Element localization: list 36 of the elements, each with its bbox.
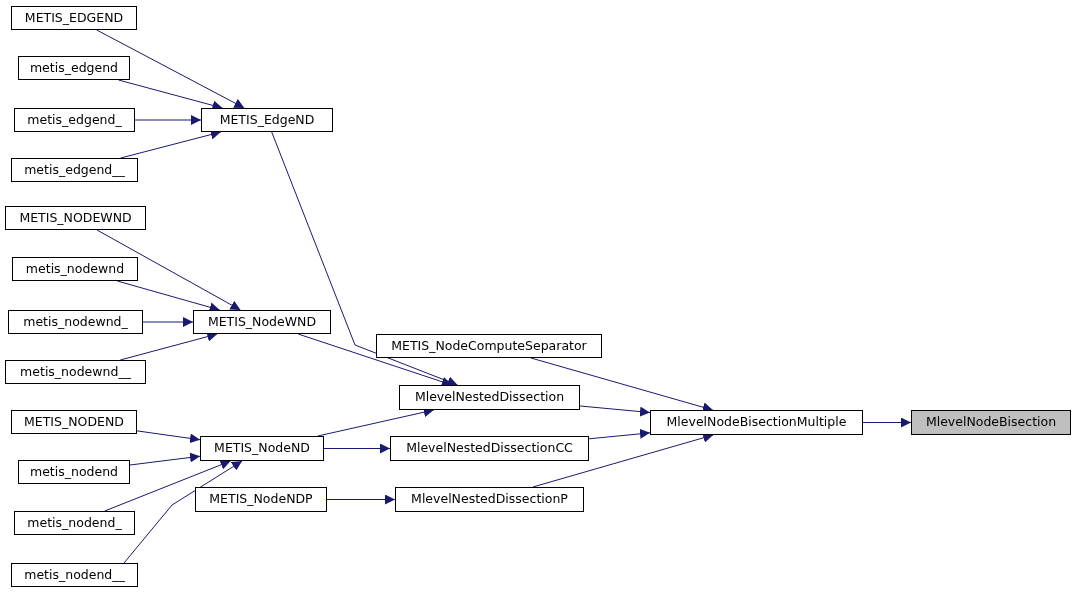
arrow [104, 460, 232, 512]
function-box: MlevelNestedDissectionP [395, 487, 584, 512]
function-box: metis_nodend_ [14, 511, 135, 535]
arrow [142, 317, 194, 327]
arrow [271, 131, 458, 386]
function-box: metis_edgend [18, 56, 130, 80]
arrow [579, 405, 651, 417]
function-box: metis_edgend__ [11, 158, 138, 182]
arrow [96, 29, 245, 109]
function-box: metis_nodewnd_ [8, 310, 143, 334]
arrow [323, 443, 391, 454]
function-box: METIS_NodeWND [193, 310, 331, 334]
arrow [123, 460, 243, 564]
function-box: metis_nodewnd__ [5, 360, 146, 384]
arrow [129, 452, 201, 466]
function-box: METIS_EDGEND [11, 6, 137, 30]
function-box: metis_nodend__ [11, 563, 138, 587]
function-box: metis_nodewnd [12, 257, 138, 281]
arrow [326, 494, 396, 505]
arrow [96, 229, 241, 311]
function-box: METIS_NodeNDP [195, 487, 327, 512]
arrow [588, 428, 651, 440]
function-box: MlevelNodeBisection [911, 410, 1071, 435]
function-box: MlevelNodeBisectionMultiple [650, 410, 863, 435]
function-box: METIS_NODEWND [5, 206, 146, 230]
function-box: MlevelNestedDissectionCC [390, 436, 589, 461]
function-box: METIS_NodeND [200, 436, 324, 461]
function-box: METIS_NODEND [11, 410, 137, 434]
function-box: MlevelNestedDissection [399, 385, 580, 410]
arrow [136, 430, 201, 444]
function-box: METIS_NodeComputeSeparator [376, 334, 602, 358]
arrow [862, 417, 912, 428]
function-box: METIS_EdgeND [201, 108, 333, 132]
function-box: metis_nodend [18, 460, 130, 484]
function-box: metis_edgend_ [14, 108, 135, 132]
arrow [134, 115, 202, 125]
